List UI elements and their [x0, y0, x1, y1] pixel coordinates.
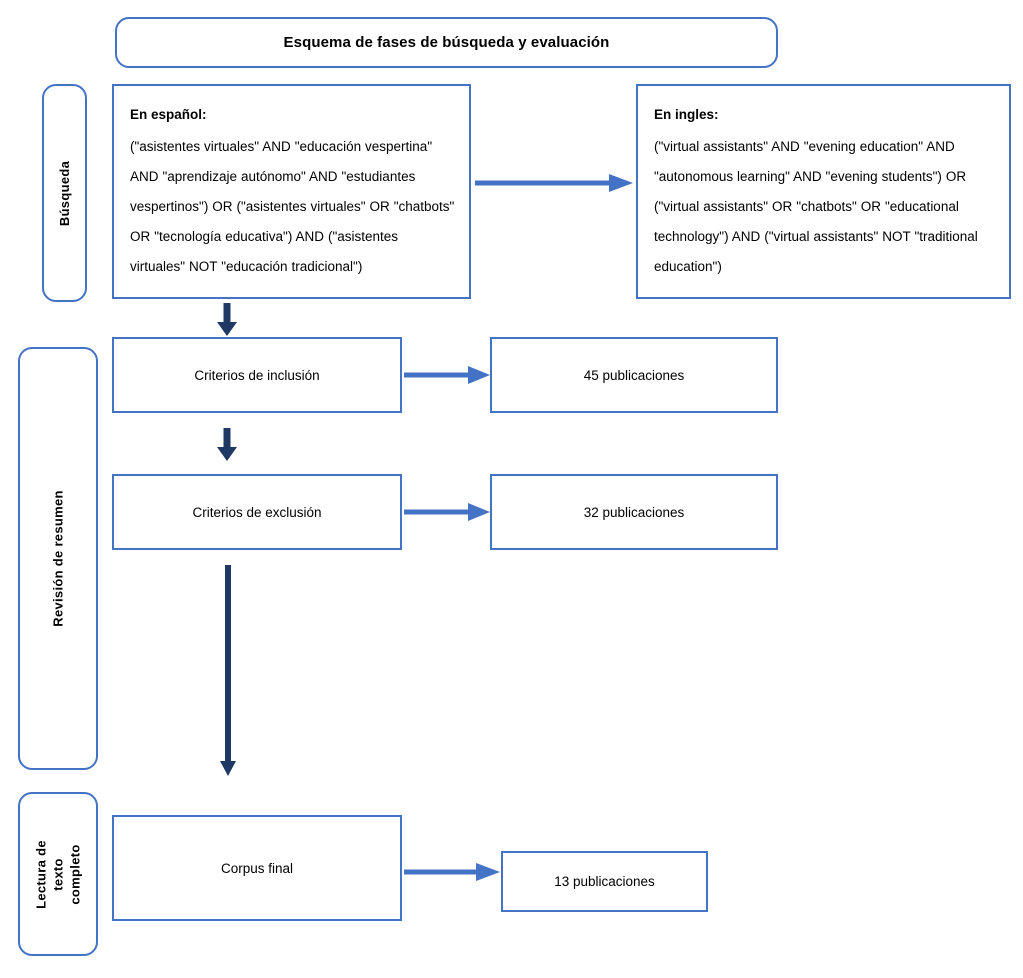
diagram-title-box: Esquema de fases de búsqueda y evaluació… — [115, 17, 778, 68]
step-label-criterios-exclusion: Criterios de exclusión — [192, 504, 322, 520]
stage-label-line-2: completo — [67, 843, 83, 905]
query-body-english: ("virtual assistants" AND "evening educa… — [654, 139, 978, 274]
result-box-32-publicaciones: 32 publicaciones — [490, 474, 778, 550]
step-label-criterios-inclusion: Criterios de inclusión — [194, 367, 320, 383]
query-box-spanish: En español: ("asistentes virtuales" AND … — [112, 84, 471, 299]
arrow-inclusion-to-exclusion-icon — [215, 428, 239, 462]
result-label-32-publicaciones: 32 publicaciones — [583, 504, 685, 520]
arrow-corpus-to-13-icon — [404, 861, 502, 883]
arrow-exclusion-to-32-icon — [404, 501, 492, 523]
step-box-criterios-exclusion: Criterios de exclusión — [112, 474, 402, 550]
step-box-criterios-inclusion: Criterios de inclusión — [112, 337, 402, 413]
step-label-corpus-final: Corpus final — [220, 860, 294, 876]
step-box-corpus-final: Corpus final — [112, 815, 402, 921]
stage-label-busqueda: Búsqueda — [42, 84, 87, 302]
stage-label-busqueda-text: Búsqueda — [57, 160, 72, 226]
page-title: Esquema de fases de búsqueda y evaluació… — [283, 34, 610, 51]
result-label-13-publicaciones: 13 publicaciones — [554, 874, 655, 889]
arrow-exclusion-to-corpus-icon — [216, 565, 240, 777]
query-heading-spanish: En español: — [130, 107, 207, 122]
stage-label-revision-de-resumen-text: Revisión de resumen — [50, 490, 66, 627]
query-heading-english: En ingles: — [654, 107, 719, 122]
query-body-spanish: ("asistentes virtuales" AND "educación v… — [130, 139, 455, 274]
result-box-45-publicaciones: 45 publicaciones — [490, 337, 778, 413]
arrow-inclusion-to-45-icon — [404, 364, 492, 386]
arrow-spanish-to-inclusion-icon — [215, 303, 239, 337]
query-box-english: En ingles: ("virtual assistants" AND "ev… — [636, 84, 1011, 299]
stage-label-line-1: Lectura de texto — [33, 839, 66, 909]
arrow-spanish-to-english-icon — [475, 172, 635, 194]
result-box-13-publicaciones: 13 publicaciones — [501, 851, 708, 912]
stage-label-revision-de-resumen: Revisión de resumen — [18, 347, 98, 770]
result-label-45-publicaciones: 45 publicaciones — [583, 367, 685, 383]
